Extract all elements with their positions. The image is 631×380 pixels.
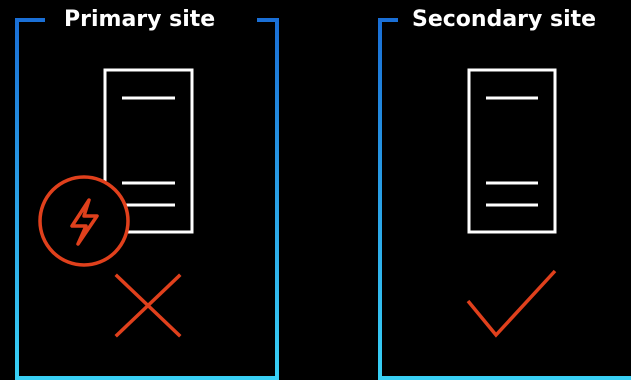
- primary-server-icon: [103, 68, 194, 234]
- primary-site-frame: [15, 18, 279, 380]
- secondary-server-icon: [467, 68, 557, 234]
- primary-site-title: Primary site: [56, 2, 224, 38]
- lightning-bolt-icon: [38, 175, 130, 267]
- secondary-site-title: Secondary site: [404, 2, 605, 38]
- x-icon: [114, 273, 182, 338]
- checkmark-icon: [466, 269, 557, 338]
- secondary-site-frame: [378, 18, 631, 380]
